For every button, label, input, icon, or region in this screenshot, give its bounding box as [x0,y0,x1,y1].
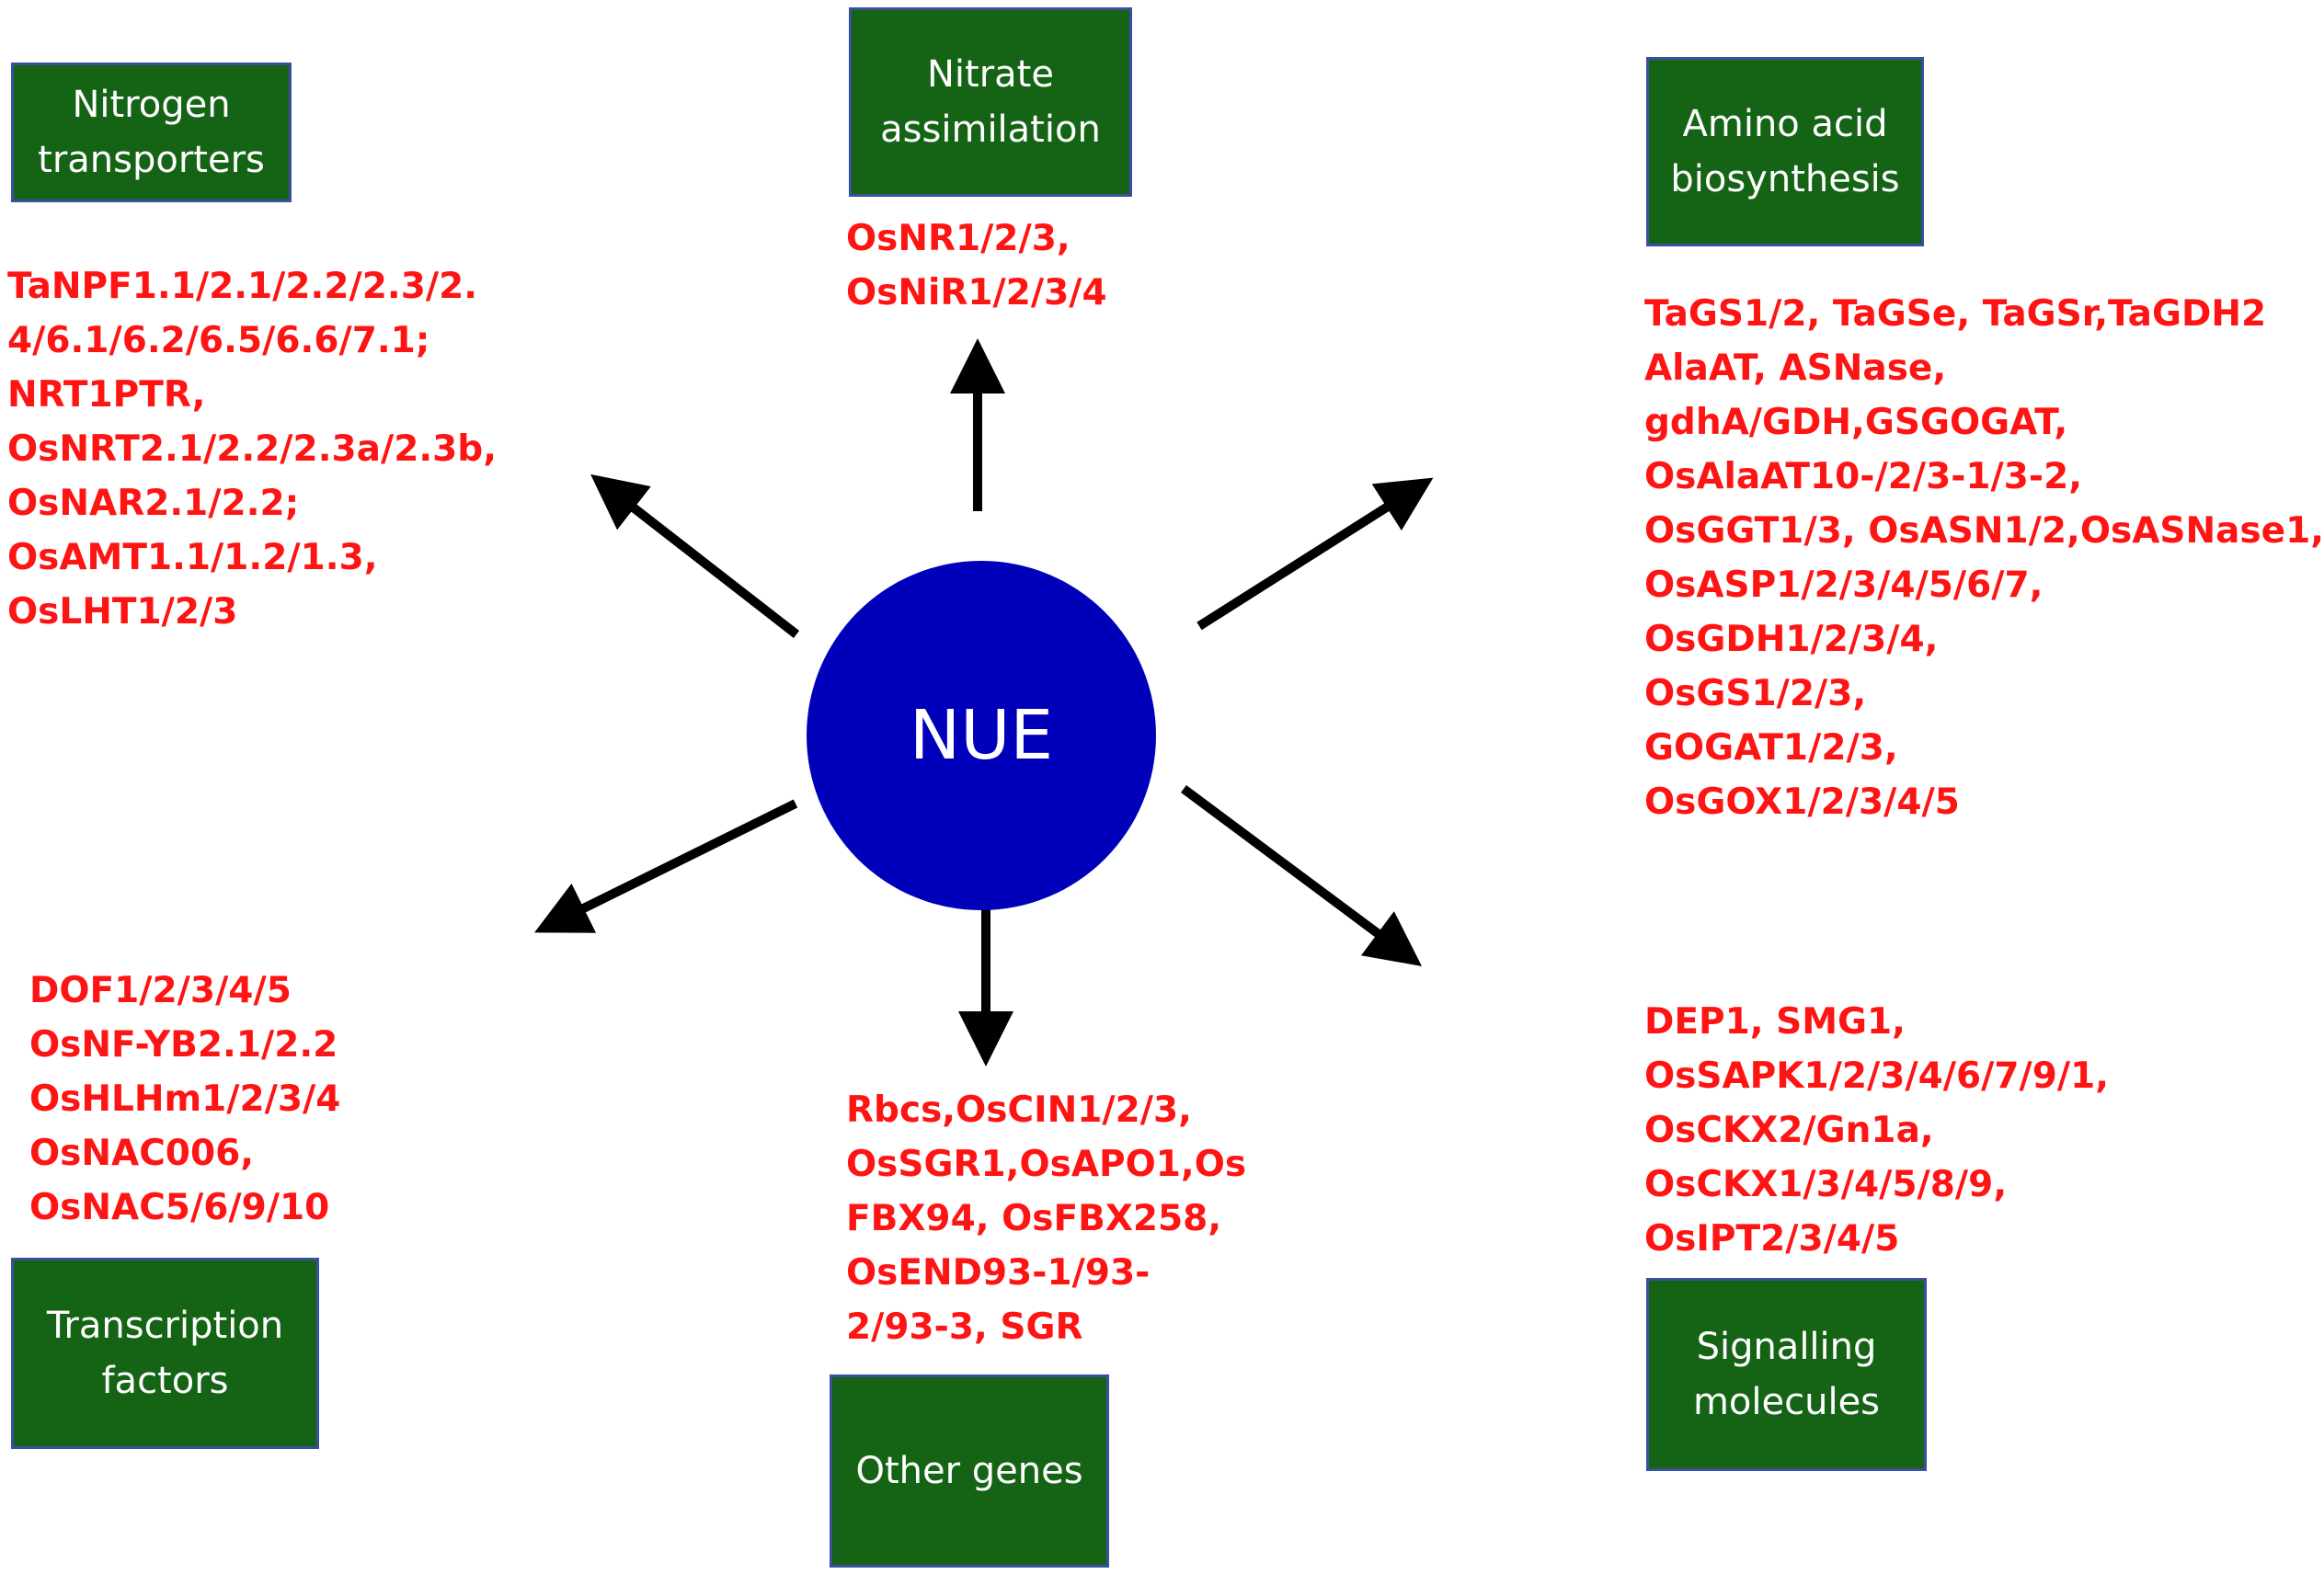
gene-entry: OsGS1/2/3, [1644,673,1867,714]
gene-entry: OsASP1/2/3/4/5/6/7, [1644,565,2044,606]
transcription-factors-title: Transcription factors [46,1305,284,1402]
nue-hub: NUE [807,561,1156,910]
gene-entry: TaNPF1.1/2.1/2.2/2.3/2. [7,266,478,307]
signalling-molecules-title: Signalling molecules [1692,1326,1881,1423]
gene-entry: OsNAC5/6/9/10 [29,1187,330,1228]
amino-acid-biosynthesis-title: Amino acid biosynthesis [1670,103,1900,200]
nitrogen-transporters-title: Nitrogen transporters [38,84,265,181]
nitrogen-transporters-box: Nitrogen transporters [11,63,292,202]
gene-entry: OsIPT2/3/4/5 [1644,1218,1900,1260]
gene-entry: FBX94, OsFBX258, [846,1198,1222,1239]
gene-entry: OsGDH1/2/3/4, [1644,619,1939,660]
gene-entry: TaGS1/2, TaGSe, TaGSr,TaGDH2 [1644,293,2267,335]
nue-label: NUE [909,696,1054,775]
amino-acid-biosynthesis-gene-list: TaGS1/2, TaGSe, TaGSr,TaGDH2 AlaAT, ASNa… [1644,287,2324,829]
gene-entry: OsEND93-1/93- [846,1252,1151,1294]
nitrate-assimilation-title: Nitrate assimilation [880,53,1101,151]
gene-entry: gdhA/GDH,GSGOGAT, [1644,402,2068,443]
gene-entry: DEP1, SMG1, [1644,1001,1906,1043]
gene-entry: OsAMT1.1/1.2/1.3, [7,537,378,578]
signalling-molecules-box: Signalling molecules [1646,1278,1927,1471]
nitrate-assimilation-box: Nitrate assimilation [849,7,1132,197]
gene-entry: Rbcs,OsCIN1/2/3, [846,1089,1192,1131]
gene-entry: OsNiR1/2/3/4 [846,272,1107,314]
gene-entry: OsNAC006, [29,1133,255,1174]
signalling-molecules-gene-list: DEP1, SMG1, OsSAPK1/2/3/4/6/7/9/1, OsCKX… [1644,995,2109,1266]
arrow-to-transcription-factors [534,799,798,933]
gene-entry: OsLHT1/2/3 [7,591,238,633]
gene-entry: OsSGR1,OsAPO1,Os [846,1144,1247,1185]
gene-entry: OsCKX2/Gn1a, [1644,1110,1934,1151]
gene-entry: NRT1PTR, [7,374,206,416]
amino-acid-biosynthesis-box: Amino acid biosynthesis [1646,57,1924,246]
transcription-factors-gene-list: DOF1/2/3/4/5 OsNF-YB2.1/2.2 OsHLHm1/2/3/… [29,964,340,1235]
gene-entry: OsHLHm1/2/3/4 [29,1078,341,1120]
arrow-to-signalling-molecules [1181,784,1423,966]
gene-entry: OsCKX1/3/4/5/8/9, [1644,1164,2008,1205]
gene-entry: OsGGT1/3, OsASN1/2,OsASNase1, [1644,510,2324,552]
gene-entry: OsAlaAT10-/2/3-1/3-2, [1644,456,2083,497]
gene-entry: OsNAR2.1/2.2; [7,483,300,524]
arrow-to-amino-acid-biosynthesis [1196,477,1434,631]
nitrate-assimilation-gene-list: OsNR1/2/3, OsNiR1/2/3/4 [846,211,1107,320]
gene-entry: OsNRT2.1/2.2/2.3a/2.3b, [7,428,498,470]
gene-entry: OsNF-YB2.1/2.2 [29,1024,338,1066]
gene-entry: OsNR1/2/3, [846,218,1070,259]
nitrogen-transporters-gene-list: TaNPF1.1/2.1/2.2/2.3/2. 4/6.1/6.2/6.5/6.… [7,259,497,639]
other-genes-gene-list: Rbcs,OsCIN1/2/3, OsSGR1,OsAPO1,Os FBX94,… [846,1083,1246,1354]
other-genes-box: Other genes [830,1374,1109,1568]
transcription-factors-box: Transcription factors [11,1258,319,1449]
gene-entry: 2/93-3, SGR [846,1306,1083,1348]
gene-entry: OsSAPK1/2/3/4/6/7/9/1, [1644,1055,2110,1097]
gene-entry: AlaAT, ASNase, [1644,348,1947,389]
other-genes-title: Other genes [855,1450,1083,1492]
arrow-to-nitrogen-transporters [590,473,800,638]
gene-entry: 4/6.1/6.2/6.5/6.6/7.1; [7,320,430,361]
gene-entry: GOGAT1/2/3, [1644,727,1898,769]
gene-entry: DOF1/2/3/4/5 [29,970,292,1011]
gene-entry: OsGOX1/2/3/4/5 [1644,781,1960,823]
